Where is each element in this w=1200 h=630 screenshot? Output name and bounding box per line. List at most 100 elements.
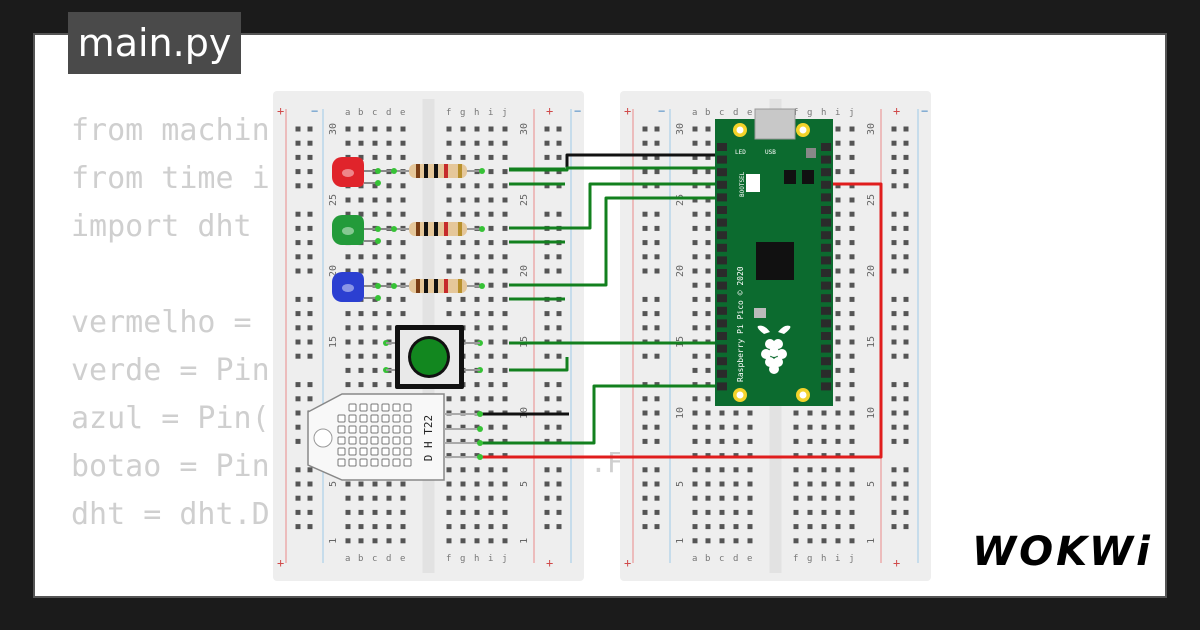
column-label: a xyxy=(692,108,697,118)
led-body xyxy=(332,272,364,302)
breadboard-hole xyxy=(692,183,698,189)
rail-hole xyxy=(654,495,660,501)
column-label: e xyxy=(747,108,752,118)
rail-hole xyxy=(556,154,562,160)
breadboard-hole xyxy=(460,424,466,430)
breadboard-hole xyxy=(692,211,698,217)
breadboard-hole xyxy=(692,197,698,203)
rail-hole xyxy=(891,524,897,530)
breadboard-hole xyxy=(488,169,494,175)
breadboard-hole xyxy=(807,424,813,430)
sensor-grille-cell xyxy=(381,458,390,467)
rail-hole xyxy=(654,183,660,189)
breadboard-hole xyxy=(400,538,406,544)
rail-minus-label: − xyxy=(574,104,581,118)
logo-berry xyxy=(777,349,787,359)
rail-hole xyxy=(544,467,550,473)
led-highlight xyxy=(342,227,354,235)
breadboard-hole xyxy=(835,438,841,444)
wire-dht-data xyxy=(480,384,727,445)
breadboard-hole xyxy=(372,268,378,274)
breadboard-hole xyxy=(460,126,466,132)
rail-hole xyxy=(295,353,301,359)
sensor-grille-cell xyxy=(403,458,412,467)
breadboard-hole xyxy=(474,325,480,331)
usb-label: USB xyxy=(765,149,776,156)
rail-hole xyxy=(556,509,562,515)
pin-dot xyxy=(479,168,485,174)
breadboard-hole xyxy=(446,396,452,402)
breadboard-hole xyxy=(446,268,452,274)
logo-berry xyxy=(769,347,779,357)
breadboard-hole xyxy=(358,154,364,160)
wokwi-logo: WOKWi xyxy=(972,529,1153,575)
rail-hole xyxy=(891,353,897,359)
row-number-label: 25 xyxy=(866,194,877,206)
rail-hole xyxy=(642,154,648,160)
breadboard-hole xyxy=(372,524,378,530)
breadboard-hole xyxy=(400,481,406,487)
resistor xyxy=(391,164,485,178)
breadboard-hole xyxy=(386,211,392,217)
rail-hole xyxy=(654,211,660,217)
rail-hole xyxy=(642,126,648,132)
pin-dot xyxy=(479,226,485,232)
rail-hole xyxy=(295,296,301,302)
resistor-band xyxy=(416,222,420,236)
breadboard-hole xyxy=(400,140,406,146)
pin-dot xyxy=(391,283,397,289)
breadboard-hole xyxy=(502,495,508,501)
rail-hole xyxy=(891,169,897,175)
breadboard-hole xyxy=(835,524,841,530)
pico-pin xyxy=(821,180,831,189)
sensor-hole xyxy=(313,428,333,448)
rail-hole xyxy=(891,183,897,189)
breadboard-hole xyxy=(849,410,855,416)
rail-hole xyxy=(295,524,301,530)
rail-hole xyxy=(642,353,648,359)
resistor-band xyxy=(458,279,462,293)
pin-dot xyxy=(477,426,483,432)
breadboard-hole xyxy=(692,240,698,246)
rail-hole xyxy=(307,353,313,359)
breadboard-hole xyxy=(345,197,351,203)
rail-hole xyxy=(307,268,313,274)
breadboard-hole xyxy=(400,254,406,260)
logo-berry xyxy=(761,349,771,359)
mount-hole-center xyxy=(736,391,744,399)
rail-hole xyxy=(295,183,301,189)
rail-plus-label: + xyxy=(893,104,900,118)
file-tab[interactable]: main.py xyxy=(68,12,241,74)
breadboard-hole xyxy=(849,311,855,317)
sensor-label: D H T22 xyxy=(422,415,435,461)
rail-hole xyxy=(307,382,313,388)
row-number-label: 5 xyxy=(675,481,686,487)
row-number-label: 30 xyxy=(328,123,339,135)
breadboard-hole xyxy=(821,424,827,430)
breadboard-hole xyxy=(835,225,841,231)
sensor-grille-cell xyxy=(392,436,401,445)
pico-pin xyxy=(821,269,831,277)
row-number-label: 30 xyxy=(675,123,686,135)
breadboard-hole xyxy=(821,410,827,416)
rail-hole xyxy=(642,183,648,189)
rail-hole xyxy=(642,296,648,302)
breadboard-hole xyxy=(400,154,406,160)
sensor-grille-cell xyxy=(348,403,357,412)
rail-hole xyxy=(544,183,550,189)
breadboard-hole xyxy=(719,438,725,444)
sensor-grille-cell xyxy=(392,447,401,456)
breadboard-hole xyxy=(446,495,452,501)
breadboard-hole xyxy=(386,509,392,515)
breadboard-hole xyxy=(692,311,698,317)
rail-hole xyxy=(544,481,550,487)
resistor-band xyxy=(434,164,438,178)
sensor-grille-cell xyxy=(370,403,379,412)
rail-hole xyxy=(903,481,909,487)
rail-plus-label: + xyxy=(893,556,900,570)
sensor-grille-cell xyxy=(337,414,346,423)
breadboard-hole xyxy=(747,538,753,544)
rail-hole xyxy=(642,424,648,430)
